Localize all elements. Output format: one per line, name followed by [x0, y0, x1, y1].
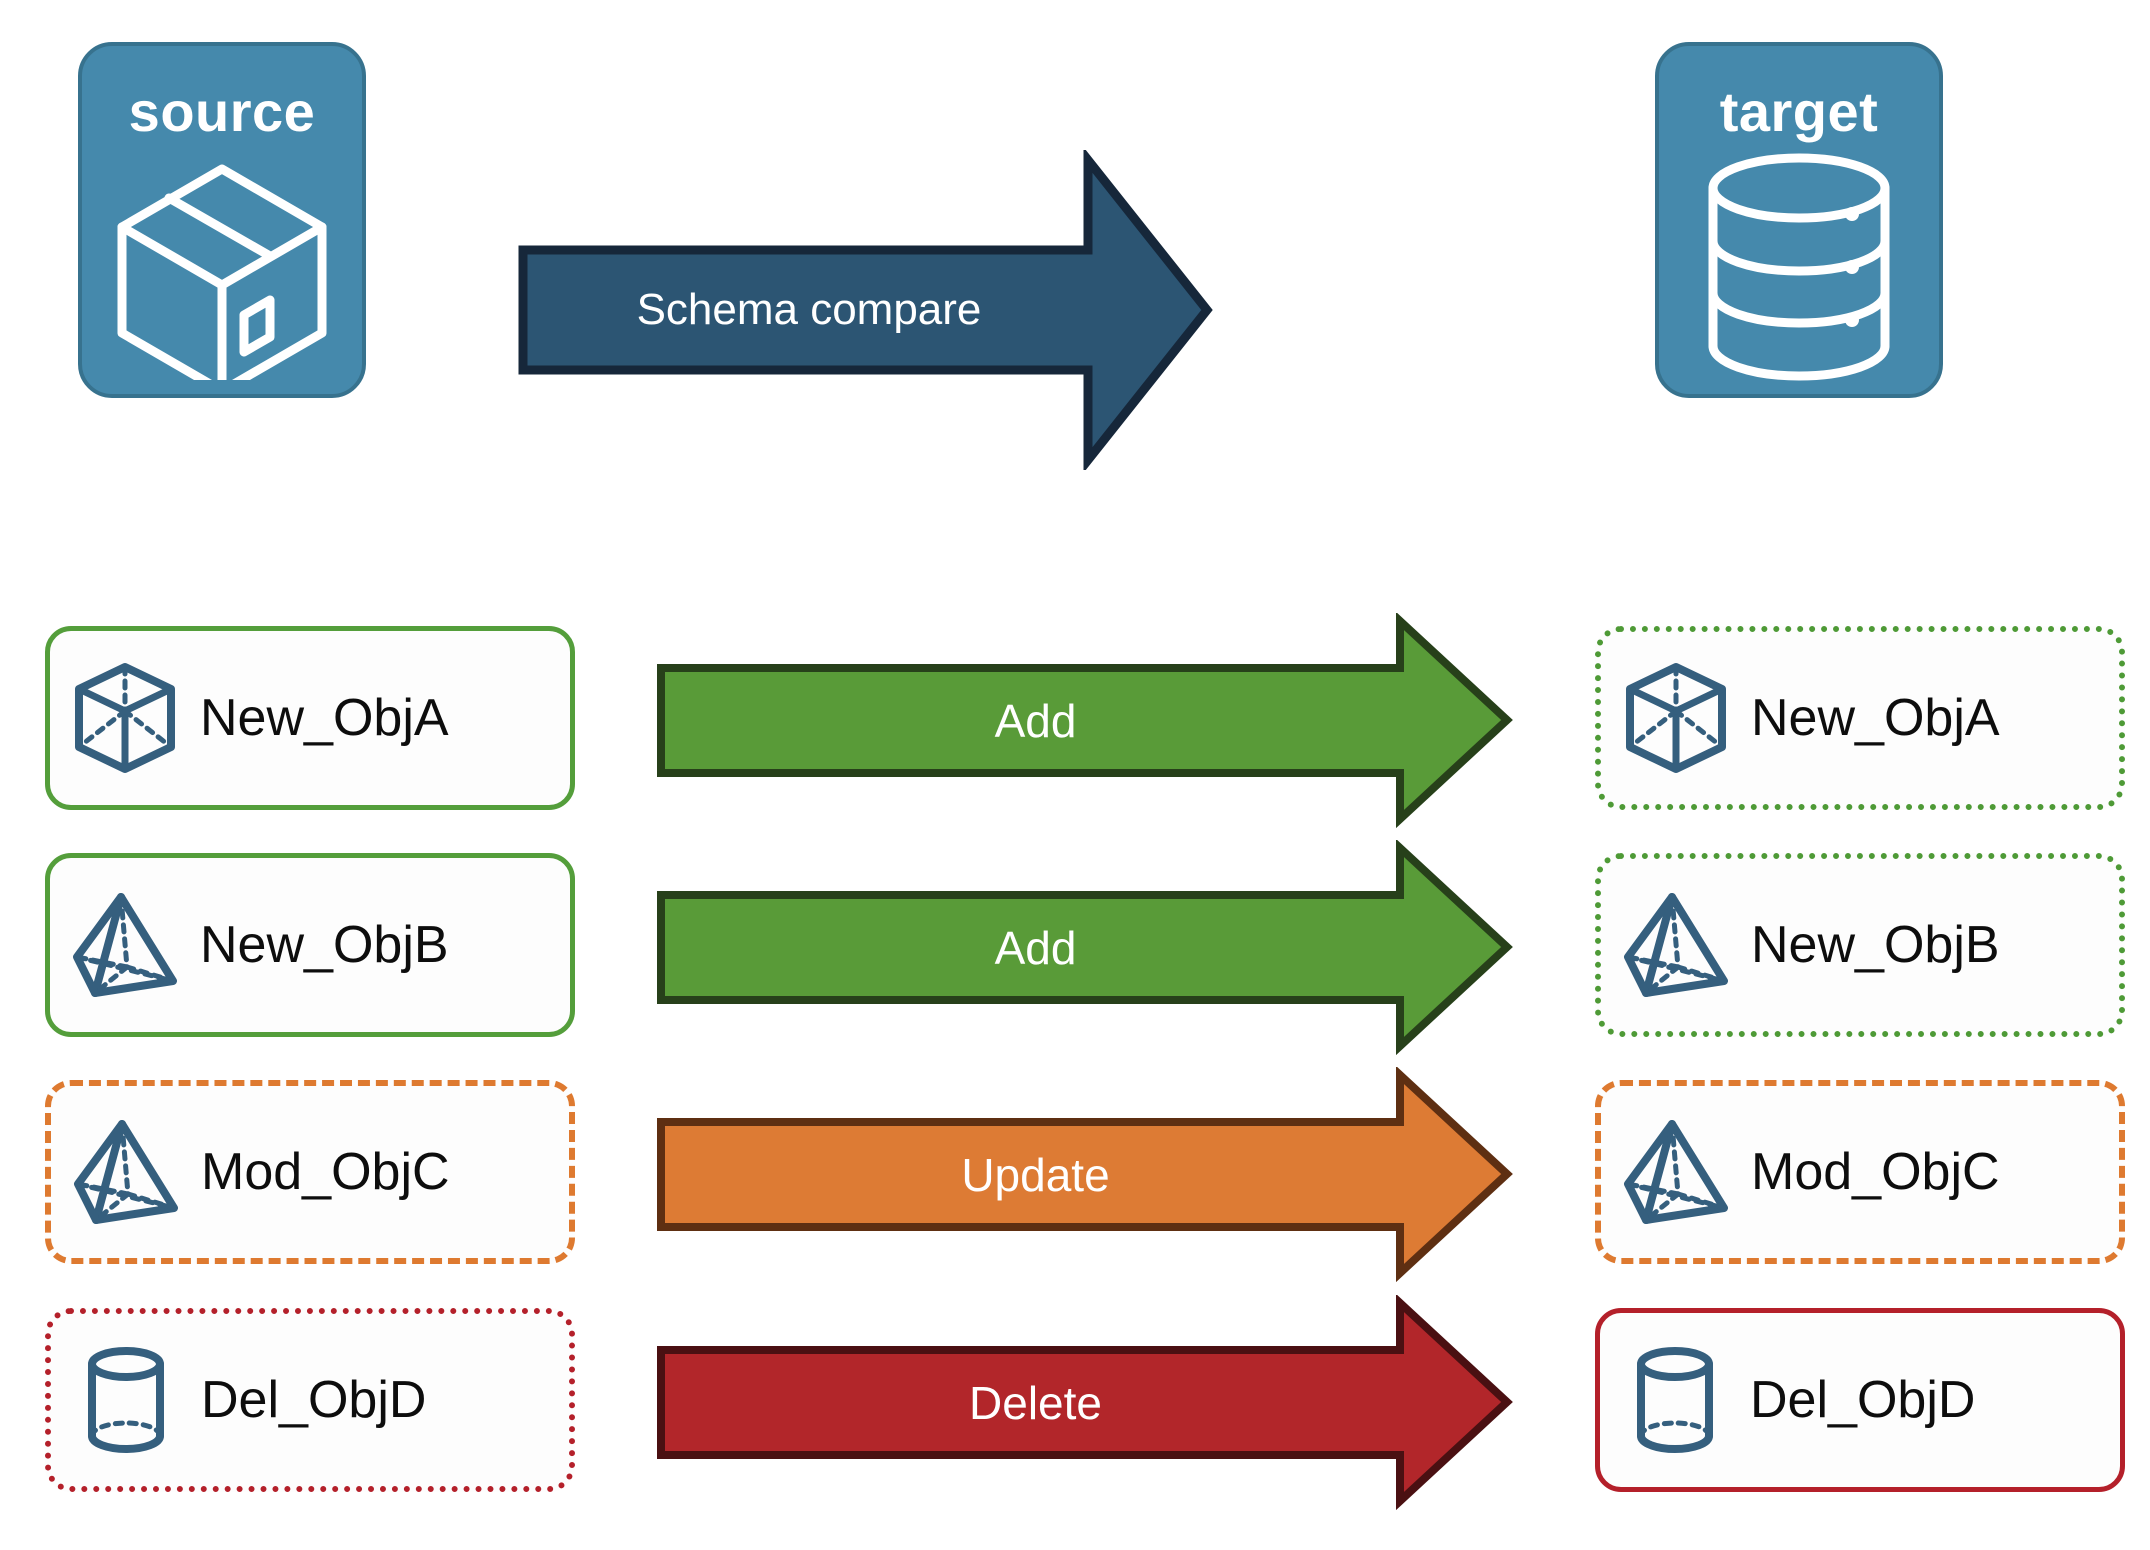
source-object-name: New_ObjA [200, 689, 449, 747]
action-arrow-shape [657, 1293, 1513, 1511]
schema-compare-arrow: Schema compare [515, 147, 1215, 473]
action-arrow-delete: Delete [655, 1293, 1515, 1511]
endpoint-card-target: target [1655, 42, 1943, 398]
wireframe-cube-icon [1601, 661, 1751, 775]
source-object-name: Mod_ObjC [201, 1143, 450, 1201]
target-object-box[interactable]: New_ObjA [1595, 626, 2125, 810]
endpoint-source-label: source [128, 80, 316, 143]
source-object-box[interactable]: Mod_ObjC [45, 1080, 575, 1264]
wireframe-cube-icon [50, 661, 200, 775]
target-object-name: New_ObjA [1751, 689, 2000, 747]
target-object-name: Del_ObjD [1750, 1371, 1976, 1429]
endpoint-target-label: target [1719, 80, 1879, 143]
object-row: Mod_ObjC Update Mod_ObjC [0, 1065, 2150, 1283]
action-arrow-update: Update [655, 1065, 1515, 1283]
target-object-name: Mod_ObjC [1751, 1143, 2000, 1201]
action-arrow-shape [657, 611, 1513, 829]
target-object-box[interactable]: Mod_ObjC [1595, 1080, 2125, 1264]
endpoint-card-source: source [78, 42, 366, 398]
action-arrow-shape [657, 838, 1513, 1056]
wireframe-pyramid-icon [50, 889, 200, 1001]
object-row: New_ObjB Add New_ObjB [0, 838, 2150, 1056]
wireframe-pyramid-icon [51, 1116, 201, 1228]
object-row: New_ObjA Add New_ObjA [0, 611, 2150, 829]
action-arrow-shape [657, 1065, 1513, 1283]
target-object-name: New_ObjB [1751, 916, 2000, 974]
database-cylinder-icon [1659, 140, 1939, 394]
wireframe-pyramid-icon [1601, 889, 1751, 1001]
target-object-box[interactable]: Del_ObjD [1595, 1308, 2125, 1492]
action-arrow-add: Add [655, 838, 1515, 1056]
source-object-box[interactable]: New_ObjB [45, 853, 575, 1037]
wireframe-cylinder-icon [51, 1344, 201, 1456]
action-arrow-add: Add [655, 611, 1515, 829]
wireframe-pyramid-icon [1601, 1116, 1751, 1228]
schema-compare-arrow-shape [518, 147, 1213, 473]
object-row: Del_ObjD Delete Del_ObjD [0, 1293, 2150, 1511]
source-object-name: Del_ObjD [201, 1371, 427, 1429]
wireframe-cylinder-icon [1600, 1344, 1750, 1456]
target-object-box[interactable]: New_ObjB [1595, 853, 2125, 1037]
source-object-name: New_ObjB [200, 916, 449, 974]
box-package-icon [82, 140, 362, 394]
source-object-box[interactable]: New_ObjA [45, 626, 575, 810]
source-object-box[interactable]: Del_ObjD [45, 1308, 575, 1492]
